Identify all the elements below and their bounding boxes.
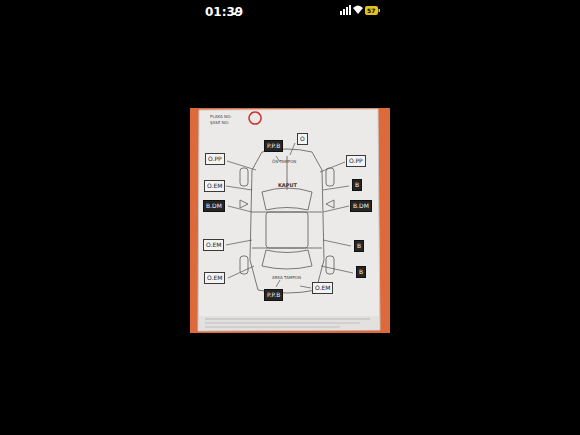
part-name: ÖN TAMPON	[272, 159, 296, 164]
damage-code: B.DM	[353, 203, 369, 209]
damage-code: B	[357, 243, 361, 249]
damage-code-box: P.P.B	[264, 289, 283, 301]
damage-code: O	[300, 136, 305, 142]
damage-code-box: O	[297, 133, 308, 145]
part-name: KAPUT	[278, 182, 297, 188]
car-outline	[240, 149, 334, 293]
damage-code-box: B.DM	[350, 200, 372, 212]
part-name: ARKA TAMPON	[272, 275, 301, 280]
damage-code: P.P.B	[267, 292, 280, 298]
damage-code-box: O.EM	[204, 180, 225, 192]
damage-code: O.EM	[315, 285, 330, 291]
damage-code: O.EM	[207, 275, 222, 281]
damage-code: B	[355, 182, 359, 188]
form-field: ŞASE NO:	[210, 120, 229, 125]
damage-code-box: O.PP	[205, 153, 225, 165]
damage-code: O.EM	[206, 242, 221, 248]
damage-code-box: O.EM	[312, 282, 333, 294]
damage-code: O.PP	[208, 156, 222, 162]
damage-code: O.EM	[207, 183, 222, 189]
damage-code: P.P.B	[267, 143, 280, 149]
damage-code-box: B	[354, 240, 364, 252]
damage-code: B.DM	[206, 203, 222, 209]
status-time: 01:39	[205, 5, 243, 19]
leader-lines	[226, 143, 353, 288]
damage-code-box: B	[356, 266, 366, 278]
battery-level: 57	[367, 7, 375, 14]
paper-photo	[190, 108, 390, 333]
damage-code: B	[359, 269, 363, 275]
damage-code-box: O.EM	[204, 272, 225, 284]
damage-code: O.PP	[349, 158, 363, 164]
damage-code-box: P.P.B	[264, 140, 283, 152]
form-field: PLAKA NO:	[210, 114, 231, 119]
damage-code-box: B	[352, 179, 362, 191]
damage-code-box: B.DM	[203, 200, 225, 212]
damage-code-box: O.EM	[203, 239, 224, 251]
damage-code-box: O.PP	[346, 155, 366, 167]
status-icons	[232, 5, 380, 15]
